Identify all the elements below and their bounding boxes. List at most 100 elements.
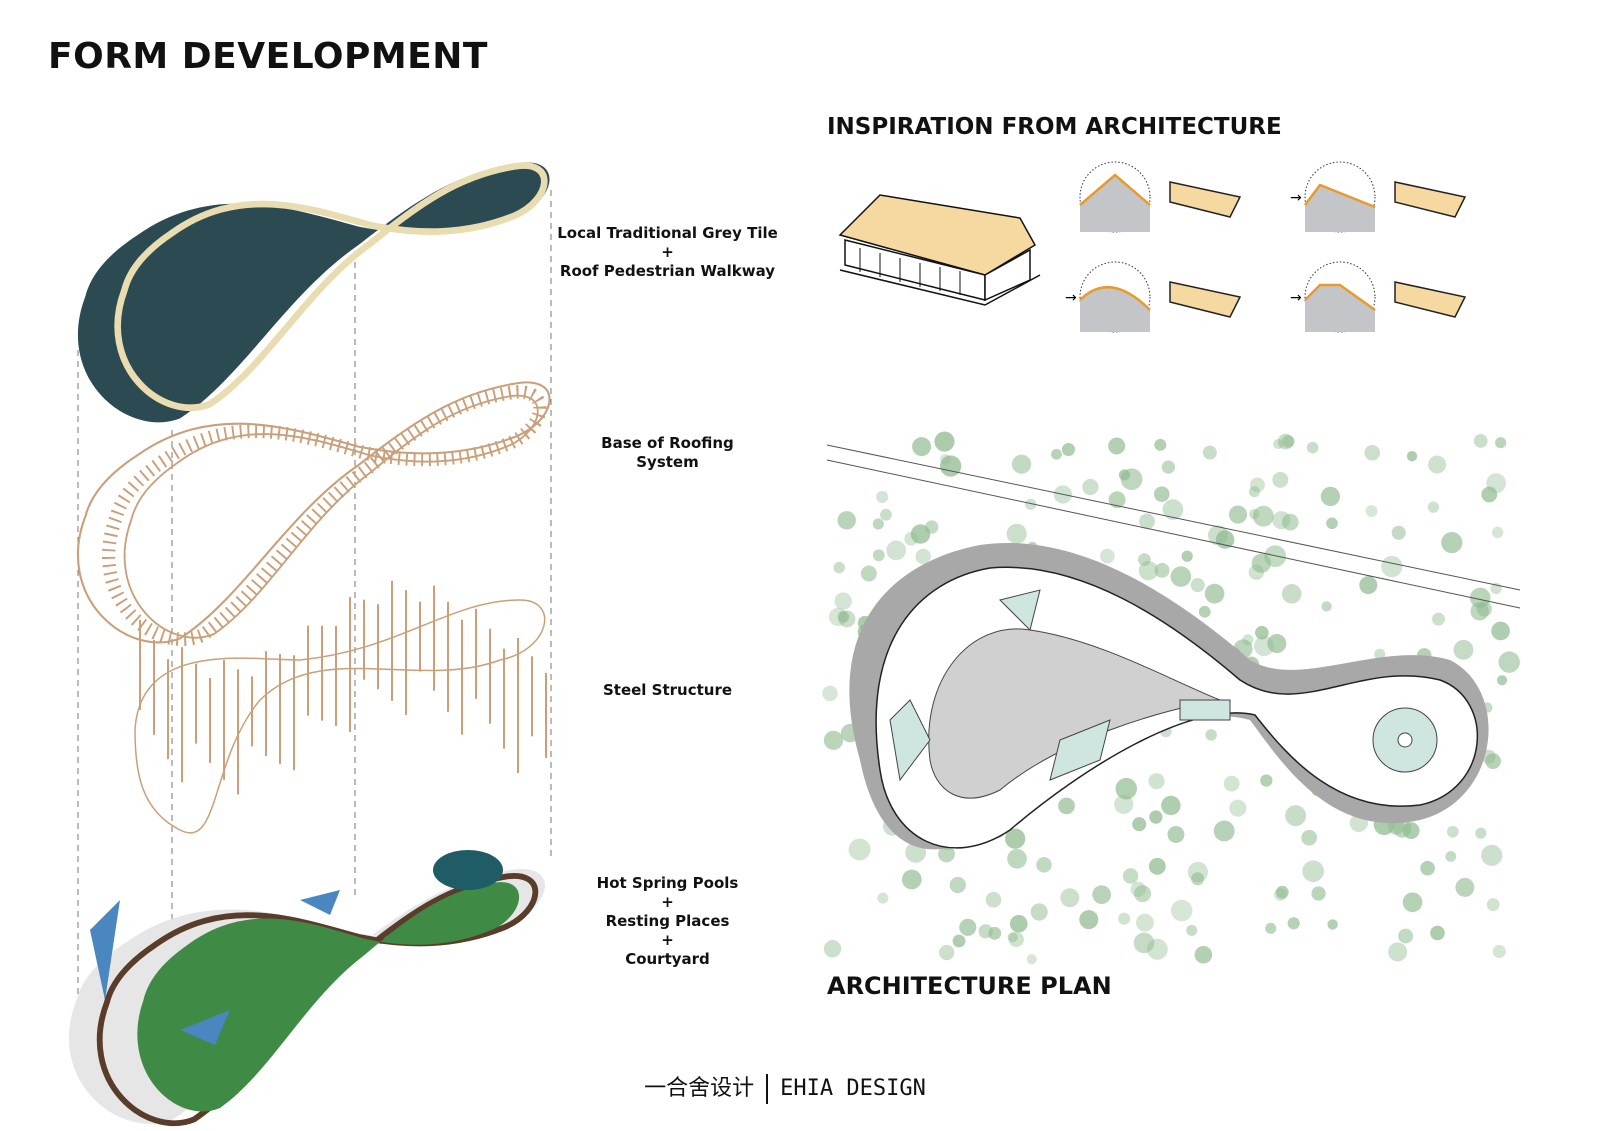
plan-heading: ARCHITECTURE PLAN xyxy=(827,972,1112,1000)
tree xyxy=(1430,925,1445,941)
roof-model xyxy=(1169,181,1242,218)
tree xyxy=(934,431,955,452)
layer-label-grey-tile: Local Traditional Grey Tile + Roof Pedes… xyxy=(555,224,780,281)
grey-tile-layer xyxy=(77,162,550,423)
tree xyxy=(1320,486,1341,507)
footer-divider xyxy=(766,1074,769,1104)
tree xyxy=(1274,888,1287,901)
tree xyxy=(837,511,856,530)
architecture-plan xyxy=(822,431,1521,965)
tree xyxy=(1202,445,1217,460)
label-line: + xyxy=(661,243,674,261)
tree xyxy=(1473,434,1488,448)
tree xyxy=(1134,885,1152,903)
roof-model xyxy=(1169,281,1242,318)
tree xyxy=(1213,820,1235,842)
tree xyxy=(1204,583,1225,604)
traditional-house-sketch xyxy=(838,194,1041,306)
tree xyxy=(1398,928,1414,944)
tree xyxy=(912,437,932,457)
tree xyxy=(1181,550,1193,562)
roof-profile-diagram: → xyxy=(1290,161,1467,233)
tree xyxy=(1391,525,1406,540)
roof-profile-diagram: → xyxy=(1290,261,1467,333)
tree xyxy=(1445,850,1457,862)
tree xyxy=(1327,919,1338,930)
tree xyxy=(1167,825,1185,843)
tree xyxy=(1455,877,1475,897)
label-line: Roof Pedestrian Walkway xyxy=(559,262,776,280)
tree xyxy=(1061,442,1076,457)
tree xyxy=(1100,548,1115,564)
tree xyxy=(949,876,966,894)
tree xyxy=(1130,881,1146,897)
tree xyxy=(1374,648,1386,660)
label-line: Courtyard xyxy=(625,950,710,968)
tree xyxy=(1154,562,1170,578)
tree xyxy=(1252,505,1274,527)
tree xyxy=(1388,942,1408,962)
tree xyxy=(910,524,931,544)
tree xyxy=(1277,433,1294,450)
footer-chinese: 一合舍设计 xyxy=(644,1076,755,1101)
tree xyxy=(1306,441,1319,454)
label-line: System xyxy=(636,453,699,471)
tree xyxy=(959,918,977,936)
tree xyxy=(1108,491,1126,509)
label-line: + xyxy=(661,931,674,949)
tree xyxy=(1132,817,1147,832)
tree xyxy=(1428,455,1447,474)
arrow-icon: → xyxy=(1065,290,1077,306)
tree xyxy=(834,592,852,610)
tree xyxy=(1365,505,1378,518)
roof-profile-diagram xyxy=(1079,161,1242,233)
tree xyxy=(1051,448,1062,460)
tree xyxy=(940,453,952,465)
hot-spring-layer xyxy=(68,850,546,1124)
tree xyxy=(1406,451,1418,462)
tree xyxy=(1491,526,1504,539)
tree xyxy=(1475,827,1487,839)
tree xyxy=(1486,898,1500,911)
tree xyxy=(1402,892,1423,913)
tree xyxy=(1281,513,1299,531)
tree xyxy=(1139,513,1155,530)
tree xyxy=(985,891,1002,908)
tree xyxy=(1138,553,1151,566)
tree xyxy=(876,490,889,504)
tree xyxy=(848,838,871,861)
tree xyxy=(940,455,962,477)
tree xyxy=(1122,868,1139,884)
roof-profile-diagram: → xyxy=(1065,261,1242,333)
tree xyxy=(823,940,842,958)
page-title: FORM DEVELOPMENT xyxy=(48,36,488,77)
tree xyxy=(1190,578,1205,593)
tree xyxy=(837,610,850,623)
label-line: Local Traditional Grey Tile xyxy=(557,224,778,242)
tree xyxy=(901,869,922,890)
arrow-icon: → xyxy=(1290,290,1302,306)
tree xyxy=(1153,486,1170,502)
tree xyxy=(1009,914,1028,933)
tree xyxy=(877,892,889,904)
tree xyxy=(939,944,955,961)
tree xyxy=(1170,899,1193,922)
tree xyxy=(1485,753,1501,770)
tree xyxy=(1006,523,1027,544)
tree xyxy=(1253,636,1275,657)
tree xyxy=(1011,454,1032,474)
tree xyxy=(1058,797,1075,815)
tree xyxy=(1481,844,1503,866)
tree xyxy=(1359,576,1378,595)
label-line: Hot Spring Pools xyxy=(596,874,739,892)
tree xyxy=(1024,498,1037,510)
tree xyxy=(823,730,844,750)
tree xyxy=(872,518,884,530)
tree xyxy=(1092,885,1112,905)
tree xyxy=(1223,775,1240,792)
tree xyxy=(1272,511,1291,530)
layer-label-pools: Hot Spring Pools + Resting Places + Cour… xyxy=(555,874,780,969)
label-line: + xyxy=(661,893,674,911)
tree xyxy=(1273,438,1284,450)
